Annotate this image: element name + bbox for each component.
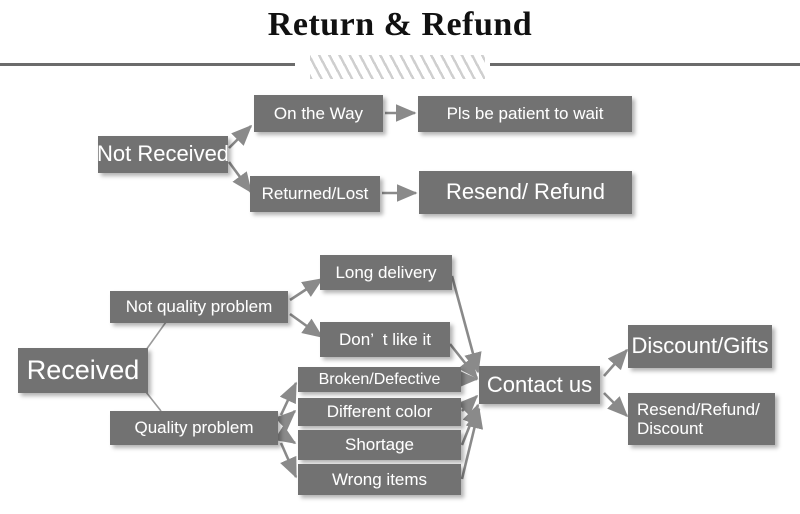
node-resend-refund[interactable]: Resend/ Refund bbox=[419, 171, 632, 214]
node-pls-be-patient-to-wait[interactable]: Pls be patient to wait bbox=[418, 96, 632, 132]
arrow-quality-broken bbox=[279, 381, 298, 416]
node-received[interactable]: Received bbox=[18, 348, 148, 393]
arrow-notreceived-ontheway bbox=[228, 124, 253, 149]
arrow-longdelivery-contactus bbox=[450, 275, 482, 374]
divider-line-right bbox=[490, 63, 800, 66]
node-returned-lost[interactable]: Returned/Lost bbox=[250, 176, 380, 212]
arrow-notreceived-returnedlost bbox=[227, 161, 253, 194]
line-received-notquality bbox=[145, 321, 167, 351]
arrow-notquality-longdelivery bbox=[289, 277, 324, 302]
arrow-contactus-discountgifts bbox=[603, 348, 629, 377]
node-not-received[interactable]: Not Received bbox=[97, 136, 229, 173]
node-different-color[interactable]: Different color bbox=[298, 398, 461, 426]
arrow-quality-differentcolor bbox=[274, 409, 297, 431]
arrow-contactus-resendrefunddiscount bbox=[603, 392, 629, 418]
arrow-quality-shortage bbox=[274, 425, 297, 445]
arrow-quality-wrongitems bbox=[279, 442, 298, 479]
node-dont-like-it[interactable]: Don’ t like it bbox=[320, 322, 450, 357]
node-on-the-way[interactable]: On the Way bbox=[254, 95, 383, 132]
node-broken-defective[interactable]: Broken/Defective bbox=[298, 367, 461, 392]
line-received-quality bbox=[145, 391, 162, 412]
arrow-differentcolor-contactus bbox=[457, 394, 479, 416]
node-shortage[interactable]: Shortage bbox=[298, 430, 461, 460]
divider-line-left bbox=[0, 63, 295, 66]
node-not-quality-problem[interactable]: Not quality problem bbox=[110, 291, 288, 323]
arrow-notquality-dontlikeit bbox=[289, 312, 324, 339]
page-title: Return & Refund bbox=[267, 6, 533, 43]
node-quality-problem[interactable]: Quality problem bbox=[110, 411, 278, 445]
node-resend-refund-discount[interactable]: Resend/Refund/ Discount bbox=[628, 393, 775, 445]
node-wrong-items[interactable]: Wrong items bbox=[298, 464, 461, 495]
decorative-divider bbox=[0, 55, 800, 79]
node-contact-us[interactable]: Contact us bbox=[479, 366, 600, 404]
node-discount-gifts[interactable]: Discount/Gifts bbox=[628, 325, 772, 368]
diagonal-hatch-icon bbox=[310, 55, 485, 79]
arrow-wrongitems-contactus bbox=[460, 407, 484, 480]
node-long-delivery[interactable]: Long delivery bbox=[320, 255, 452, 290]
